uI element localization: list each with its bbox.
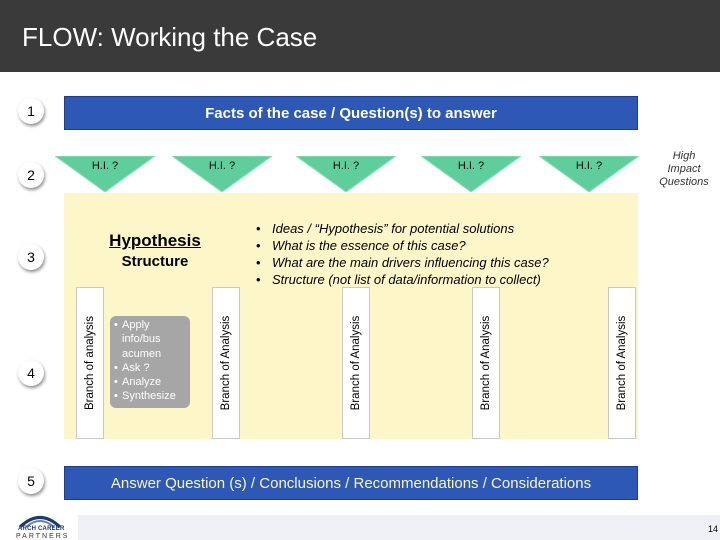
ideas-item: What are the main drivers influencing th… xyxy=(256,254,636,271)
hi-triangle-2: H.I. ? xyxy=(172,156,272,192)
hi-triangle-3: H.I. ? xyxy=(296,156,396,192)
hiq-line-2: Impact xyxy=(667,163,701,175)
triangle-shape xyxy=(55,156,155,192)
hi-label-5: H.I. ? xyxy=(575,160,603,172)
branch-column-4: Branch of Analysis xyxy=(472,287,500,439)
branch-column-2: Branch of Analysis xyxy=(212,287,240,439)
ideas-item: Ideas / “Hypothesis” for potential solut… xyxy=(256,220,636,237)
hiq-line-3: Questions xyxy=(659,176,709,188)
step-3-circle: 3 xyxy=(18,244,44,270)
header-bar: FLOW: Working the Case xyxy=(0,0,720,72)
arch-logo-icon xyxy=(18,516,62,528)
hi-triangle-4: H.I. ? xyxy=(421,156,521,192)
branch-column-1: Branch of analysis xyxy=(76,287,104,439)
branch-label-4: Branch of Analysis xyxy=(480,315,492,411)
triangle-shape xyxy=(539,156,639,192)
action-item: Analyze xyxy=(114,375,192,390)
hi-label-2: H.I. ? xyxy=(208,160,236,172)
branch-label-1: Branch of analysis xyxy=(84,316,96,410)
footer-bar xyxy=(78,515,720,540)
page-number: 14 xyxy=(707,524,718,534)
action-item: Ask ? xyxy=(114,361,192,376)
hi-label-1: H.I. ? xyxy=(91,160,119,172)
arch-career-partners-logo: ARCH CAREER PARTNERS xyxy=(10,512,70,540)
step-2-circle: 2 xyxy=(18,162,44,188)
hypothesis-heading: Hypothesis xyxy=(109,231,201,250)
hi-label-4: H.I. ? xyxy=(457,160,485,172)
hiq-line-1: High xyxy=(672,150,696,162)
ideas-item: Structure (not list of data/information … xyxy=(256,271,636,288)
ideas-list: Ideas / “Hypothesis” for potential solut… xyxy=(256,220,636,288)
step-4-circle: 4 xyxy=(18,360,44,386)
answer-bar-label: Answer Question (s) / Conclusions / Reco… xyxy=(110,474,592,492)
action-item-continued: acumen xyxy=(122,347,162,360)
branch-label-5: Branch of Analysis xyxy=(616,315,628,411)
branch-column-3: Branch of Analysis xyxy=(342,287,370,439)
action-item: Synthesize xyxy=(114,389,192,404)
hi-triangle-5: H.I. ? xyxy=(539,156,639,192)
structure-heading: Structure xyxy=(121,253,189,270)
logo-line-1: ARCH CAREER xyxy=(18,526,65,532)
triangle-shape xyxy=(172,156,272,192)
hypothesis-structure-title: Hypothesis Structure xyxy=(80,231,230,270)
triangle-shape xyxy=(296,156,396,192)
facts-bar: Facts of the case / Question(s) to answe… xyxy=(64,96,638,130)
branch-label-2: Branch of Analysis xyxy=(220,315,232,411)
slide-title: FLOW: Working the Case xyxy=(22,22,318,52)
branch-label-3: Branch of Analysis xyxy=(350,315,362,411)
triangle-shape xyxy=(421,156,521,192)
branch-column-5: Branch of Analysis xyxy=(608,287,636,439)
facts-bar-label: Facts of the case / Question(s) to answe… xyxy=(205,104,497,122)
high-impact-questions-label: High Impact Questions xyxy=(650,150,718,189)
hi-triangle-1: H.I. ? xyxy=(55,156,155,192)
action-item: Apply xyxy=(114,318,192,333)
step-1-circle: 1 xyxy=(18,98,44,124)
action-item-continued: info/bus xyxy=(122,333,161,346)
logo-line-2: PARTNERS xyxy=(16,533,70,540)
ideas-item: What is the essence of this case? xyxy=(256,237,636,254)
actions-list: Apply info/bus acumen Ask ? Analyze Synt… xyxy=(114,318,192,404)
answer-bar: Answer Question (s) / Conclusions / Reco… xyxy=(64,466,638,500)
step-5-circle: 5 xyxy=(18,468,44,494)
hi-label-3: H.I. ? xyxy=(332,160,360,172)
